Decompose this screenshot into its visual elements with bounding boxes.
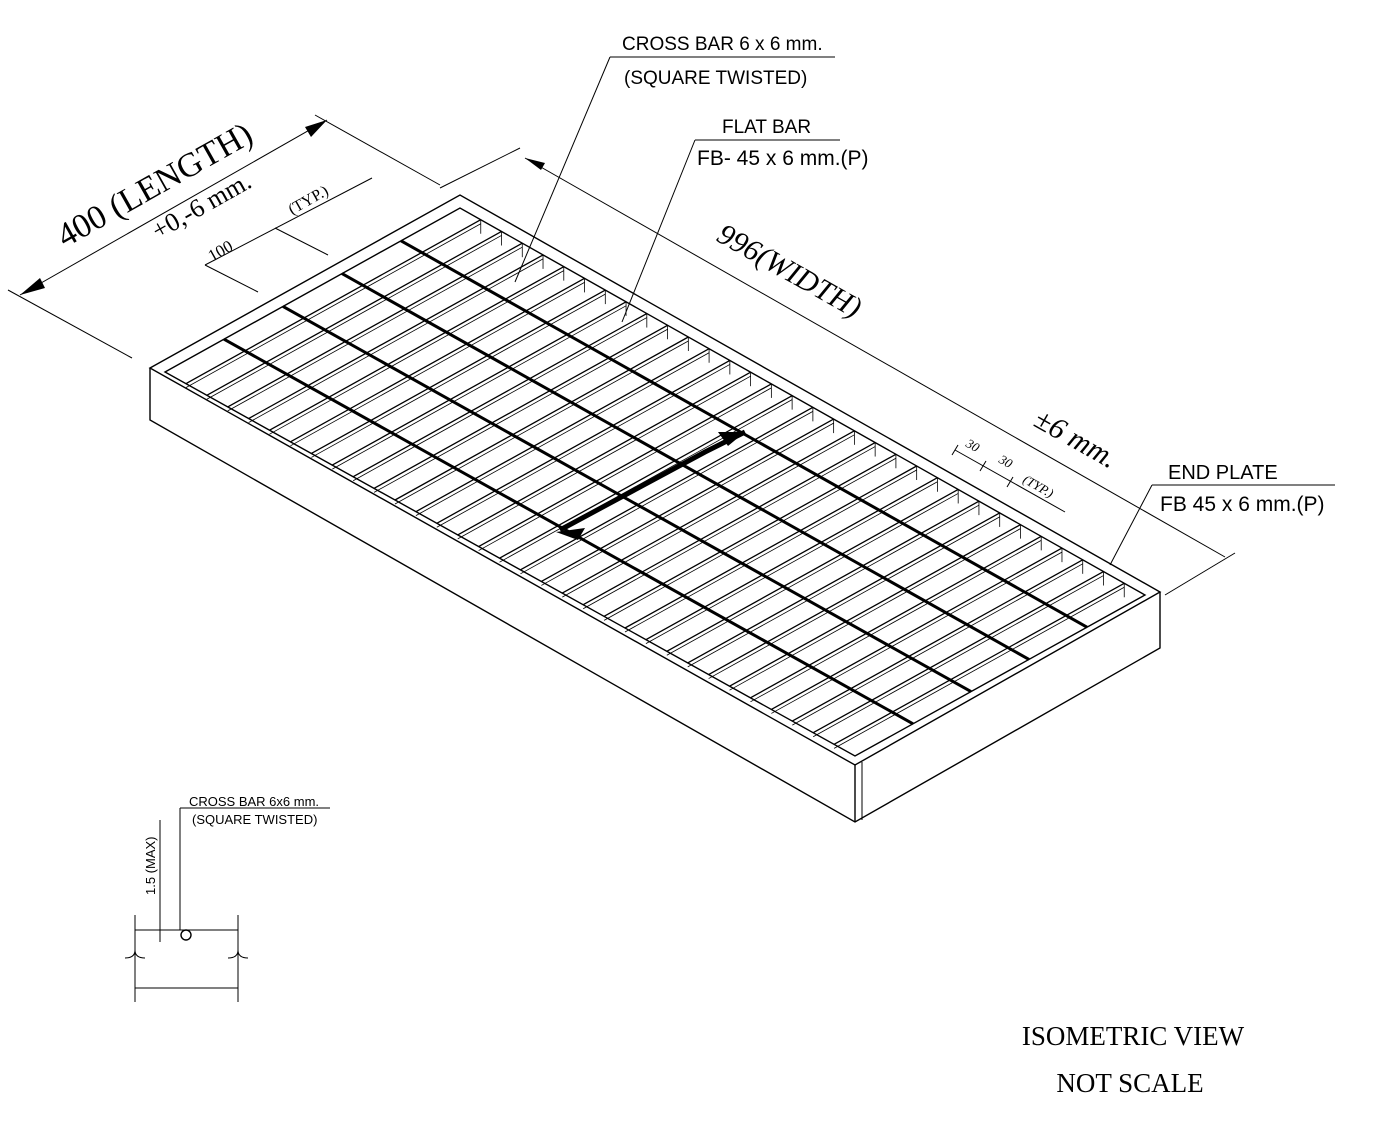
flat-bar — [394, 336, 689, 501]
flat-bar-edge — [499, 399, 793, 563]
detail-dim-label: 1.5 (MAX) — [143, 836, 158, 895]
flat-bar — [666, 488, 959, 652]
flat-bar — [812, 570, 1104, 734]
flat-bar — [290, 277, 585, 443]
flat-bar-edge — [248, 258, 544, 423]
flat-bar-edge — [812, 575, 1104, 738]
flat-bar-edge — [520, 411, 814, 575]
flat-bar — [248, 254, 544, 420]
flat-bars — [185, 219, 1125, 749]
flat-bar-edge — [352, 317, 648, 482]
bearing-direction-arrow — [556, 429, 747, 540]
flat-bar — [331, 301, 627, 466]
flat-bar-sublabel: FB- 45 x 6 mm.(P) — [697, 147, 869, 170]
view-title: ISOMETRIC VIEW — [1022, 1021, 1245, 1051]
flat-bar-edge — [792, 563, 1083, 726]
flat-bar-edge — [582, 446, 876, 610]
flat-bar — [352, 312, 648, 478]
flat-bar — [791, 559, 1084, 722]
flat-bar — [561, 430, 855, 594]
flat-bar — [436, 359, 731, 524]
cross-bar-section-detail: CROSS BAR 6x6 mm. (SQUARE TWISTED) 1.5 (… — [124, 794, 330, 1002]
flat-bar-label: FLAT BAR — [722, 117, 811, 138]
flat-bar — [478, 383, 772, 548]
end-plate-callout: END PLATE FB 45 x 6 mm.(P) — [1109, 462, 1335, 566]
flat-bar — [311, 289, 606, 455]
flat-bar-edge — [436, 364, 731, 528]
flat-bar — [645, 477, 938, 641]
flat-bar — [206, 230, 502, 396]
flat-bar-edge — [311, 293, 606, 458]
flat-bar-edge — [394, 340, 689, 505]
flat-bar-edge — [833, 586, 1125, 749]
bar-spacing-dimension: 30 30 (TYP.) — [951, 435, 1066, 513]
detail-cross-bar-sublabel: (SQUARE TWISTED) — [192, 812, 317, 827]
flat-bar — [457, 371, 751, 536]
flat-bar-edge — [687, 504, 980, 668]
flat-bar-callout: FLAT BAR FB- 45 x 6 mm.(P) — [621, 117, 869, 323]
cross-spacing-typ-label: (TYP.) — [286, 183, 332, 219]
flat-bar-edge — [666, 493, 959, 656]
flat-bar-edge — [708, 516, 1000, 679]
flat-bar-edge — [645, 481, 938, 644]
grating-outline — [148, 194, 1162, 823]
flat-bar-edge — [603, 457, 897, 621]
flat-bar — [269, 266, 565, 431]
flat-bar-edge — [541, 422, 834, 586]
cross-bar-label: CROSS BAR 6 x 6 mm. — [622, 34, 823, 55]
flat-bar-edge — [750, 540, 1042, 703]
flat-bar — [520, 406, 814, 571]
flat-bar — [582, 441, 876, 606]
flat-bar — [833, 582, 1125, 745]
flat-bar-edge — [415, 352, 710, 516]
view-subtitle: NOT SCALE — [1056, 1068, 1203, 1098]
flat-bar — [729, 524, 1021, 687]
cross-bar — [341, 272, 1030, 661]
flat-bar-edge — [478, 387, 772, 551]
end-plate-label: END PLATE — [1168, 462, 1278, 484]
flat-bar-edge — [373, 328, 668, 493]
flat-bar — [624, 465, 917, 629]
bar-spacing-label-2: 30 — [996, 451, 1016, 471]
cross-bar-sublabel: (SQUARE TWISTED) — [624, 68, 807, 89]
flat-bar-edge — [332, 305, 627, 470]
width-tolerance-label: ±6 mm. — [1029, 402, 1123, 475]
flat-bar-edge — [185, 223, 481, 388]
bar-spacing-typ-label: (TYP.) — [1021, 472, 1057, 501]
cross-bar-callout: CROSS BAR 6 x 6 mm. (SQUARE TWISTED) — [514, 34, 835, 283]
flat-bar — [373, 324, 668, 489]
cross-spacing-label: 100 — [205, 236, 237, 265]
flat-bar-edge — [269, 270, 564, 435]
flat-bar-edge — [290, 282, 585, 447]
flat-bar — [541, 418, 834, 583]
flat-bar-edge — [206, 235, 502, 400]
length-dimension: 400 (LENGTH) +0,-6 mm. 100 (TYP.) — [7, 114, 441, 359]
end-plate-sublabel: FB 45 x 6 mm.(P) — [1160, 493, 1325, 516]
flat-bar-edge — [771, 551, 1063, 714]
flat-bar — [227, 242, 523, 408]
flat-bar — [603, 453, 897, 617]
detail-cross-bar-label: CROSS BAR 6x6 mm. — [189, 794, 319, 809]
flat-bar — [499, 395, 793, 559]
flat-bar — [415, 348, 710, 513]
bar-spacing-label-1: 30 — [963, 435, 983, 455]
flat-bar — [771, 547, 1063, 711]
flat-bar-edge — [457, 375, 751, 540]
flat-bar-edge — [624, 469, 917, 633]
cross-bar — [282, 305, 972, 693]
flat-bar — [750, 535, 1042, 699]
flat-bar-edge — [227, 246, 523, 412]
flat-bar-edge — [562, 434, 855, 598]
flat-bar — [708, 512, 1001, 676]
flat-bar — [185, 219, 482, 385]
flat-bar-edge — [729, 528, 1021, 691]
flat-bar — [687, 500, 980, 664]
